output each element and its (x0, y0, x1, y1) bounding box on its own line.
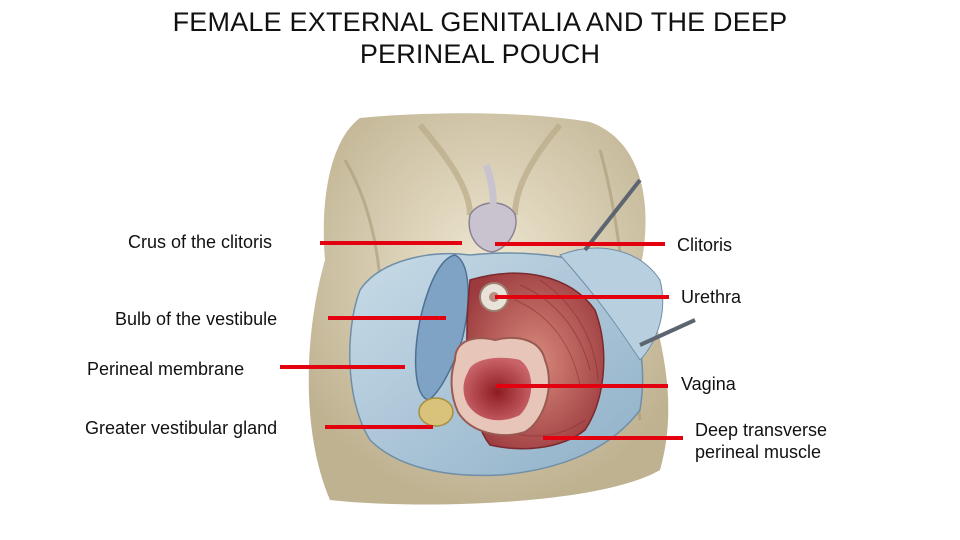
leader-vagina (496, 384, 668, 388)
greater-vestibular-gland-shape (418, 397, 454, 427)
label-greater-vestibular-gland: Greater vestibular gland (85, 418, 278, 438)
label-perineal-membrane: Perineal membrane (87, 359, 245, 379)
mons-fold-right (512, 123, 563, 216)
retractor-left (583, 178, 642, 252)
urethra-lumen (489, 292, 499, 302)
leader-membrane (280, 365, 405, 369)
leader-urethra (495, 295, 669, 299)
title-line-1: FEMALE EXTERNAL GENITALIA AND THE DEEP (172, 7, 788, 37)
page-title: FEMALE EXTERNAL GENITALIA AND THE DEEP P… (0, 6, 960, 70)
clitoris-tip (482, 163, 497, 213)
retractor-right (639, 318, 696, 347)
label-vagina: Vagina (681, 374, 736, 394)
mons-fold-left (417, 123, 473, 216)
leader-bulb (328, 316, 446, 320)
leader-gland (325, 425, 433, 429)
label-deep-transverse-perineal-muscle: Deep transverse perineal muscle (695, 420, 828, 462)
label-clitoris: Clitoris (677, 235, 733, 255)
membrane-flap-right (559, 247, 664, 361)
label-bulb-of-vestibule: Bulb of the vestibule (115, 309, 278, 329)
muscle-striations (499, 279, 599, 437)
label-crus-of-clitoris: Crus of the clitoris (128, 232, 273, 252)
label-urethra: Urethra (681, 287, 742, 307)
leader-deep-transverse (543, 436, 683, 440)
leader-crus (320, 241, 462, 245)
title-line-2: PERINEAL POUCH (359, 39, 601, 69)
leader-clitoris (495, 242, 665, 246)
vagina-lumen (463, 357, 532, 421)
